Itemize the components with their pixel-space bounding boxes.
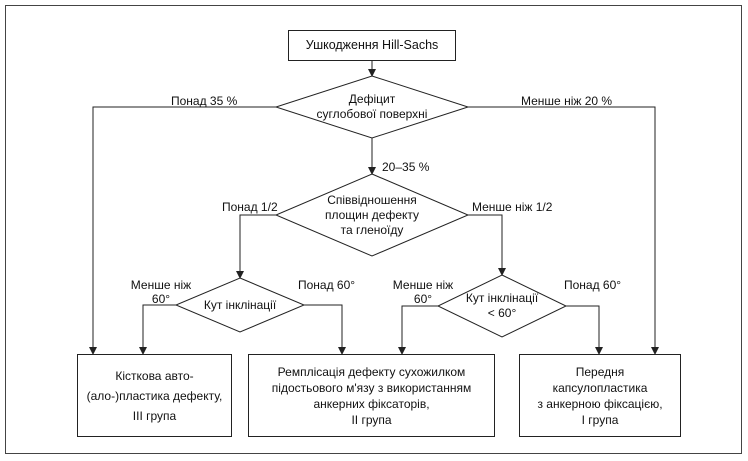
- edge-left-over60: [304, 304, 346, 355]
- decision-angle-left-diamond: [174, 277, 306, 333]
- decision-angle-right-diamond: [436, 274, 568, 338]
- decision-angle-right-text: Кут інклінації < 60°: [465, 291, 539, 320]
- edge-label-under20: Менше ніж 20 %: [521, 94, 613, 108]
- edge-left-under60: [139, 304, 176, 355]
- edge-label-mid: 20–35 %: [382, 160, 430, 174]
- edge-right-over60: [566, 305, 603, 355]
- diagram-frame: [5, 5, 742, 454]
- outcome-remplissage: Ремплісація дефекту сухожилком підостьов…: [248, 354, 495, 437]
- decision-deficit-diamond: [274, 75, 470, 139]
- decision-deficit-text: Дефіцит суглобової поверхні: [316, 92, 428, 121]
- decision-ratio-diamond: [274, 173, 470, 257]
- edge-label-right-over60: Понад 60°: [564, 278, 622, 292]
- edge-label-left-under60: Менше ніж 60°: [130, 278, 192, 306]
- edge-under20: [468, 106, 659, 355]
- outcome-bone-grafting: Кісткова авто- (ало-)пластика дефекту, І…: [77, 354, 232, 437]
- edge-label-left-over60: Понад 60°: [298, 278, 356, 292]
- edge-label-over-half: Понад 1/2: [222, 200, 278, 214]
- edge-label-under-half: Менше ніж 1/2: [472, 200, 553, 214]
- outcome-capsuloplasty: Передня капсулопластика з анкерною фікса…: [519, 354, 681, 437]
- edge-label-right-under60: Менше ніж 60°: [392, 278, 454, 306]
- edge-over-half: [236, 214, 276, 279]
- decision-ratio-text: Співвідношення площин дефекту та гленоїд…: [324, 192, 420, 237]
- decision-angle-left-text: Кут інклінації: [203, 297, 277, 312]
- edge-right-under60: [398, 305, 438, 355]
- edge-under-half: [468, 214, 506, 276]
- edge-over35: [89, 106, 276, 355]
- start-node: Ушкодження Hill-Sachs: [288, 30, 456, 61]
- edge-label-over35: Понад 35 %: [171, 94, 238, 108]
